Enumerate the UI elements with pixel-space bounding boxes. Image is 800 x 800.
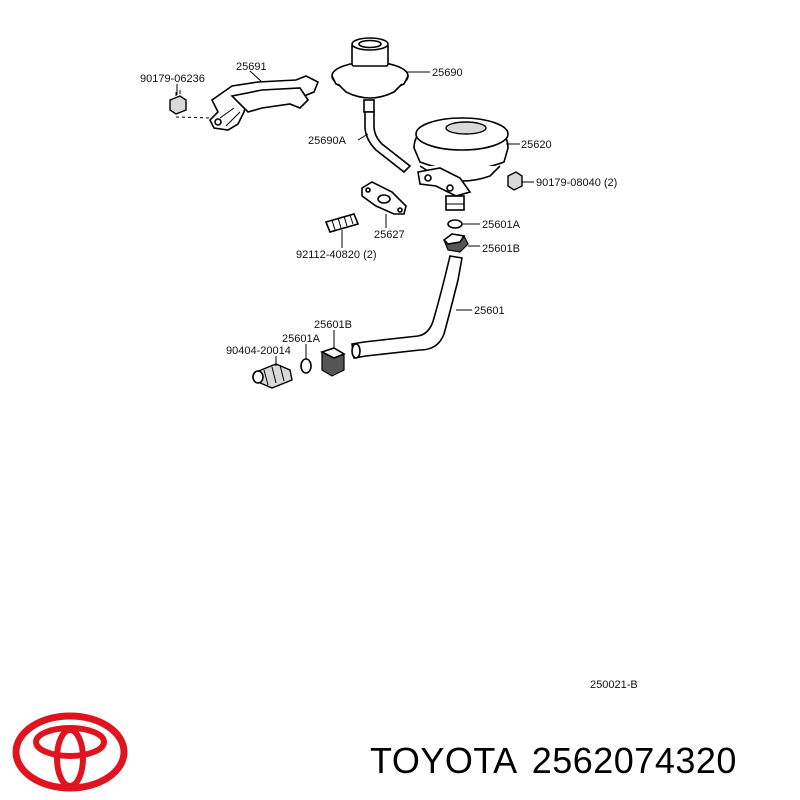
pipe-25601 bbox=[351, 255, 463, 359]
brand-name: TOYOTA bbox=[370, 740, 518, 781]
ring-25601A-top bbox=[447, 219, 463, 229]
stud-92112-40820 bbox=[324, 213, 360, 233]
union-nut-25601B-top bbox=[442, 233, 469, 253]
diagram-code: 250021-B bbox=[590, 679, 638, 691]
callout-90179-08040: 90179-08040 (2) bbox=[536, 177, 617, 189]
vsv-25690 bbox=[331, 37, 409, 113]
gasket-25627 bbox=[361, 181, 407, 215]
hose-25690A bbox=[364, 111, 412, 174]
nut-90179-08040 bbox=[507, 171, 523, 191]
egr-valve-25620 bbox=[413, 117, 509, 211]
callout-90179-06236: 90179-06236 bbox=[140, 73, 205, 85]
union-nut-25601B-bottom bbox=[319, 347, 346, 377]
callout-25627: 25627 bbox=[374, 229, 405, 241]
callout-92112-40820: 92112-40820 (2) bbox=[296, 249, 377, 261]
callout-25601A-bottom: 25601A bbox=[282, 333, 321, 345]
sensor-90404-20014 bbox=[252, 363, 293, 389]
ring-25601A-bottom bbox=[300, 358, 312, 374]
callout-25601: 25601 bbox=[474, 305, 505, 317]
callout-25620: 25620 bbox=[521, 139, 552, 151]
callout-25691: 25691 bbox=[236, 61, 267, 73]
callout-25601B-bottom: 25601B bbox=[314, 319, 352, 331]
footer-part-label: TOYOTA 2562074320 bbox=[370, 740, 751, 782]
part-number: 2562074320 bbox=[531, 740, 737, 781]
nut-90179-06236 bbox=[169, 90, 187, 115]
callout-90404-20014: 90404-20014 bbox=[226, 345, 291, 357]
bracket-25691 bbox=[209, 75, 320, 131]
callout-25690: 25690 bbox=[432, 67, 463, 79]
callout-25690A: 25690A bbox=[308, 135, 347, 147]
callout-25601B-top: 25601B bbox=[482, 243, 520, 255]
callout-25601A-top: 25601A bbox=[482, 219, 521, 231]
toyota-logo bbox=[12, 712, 128, 792]
